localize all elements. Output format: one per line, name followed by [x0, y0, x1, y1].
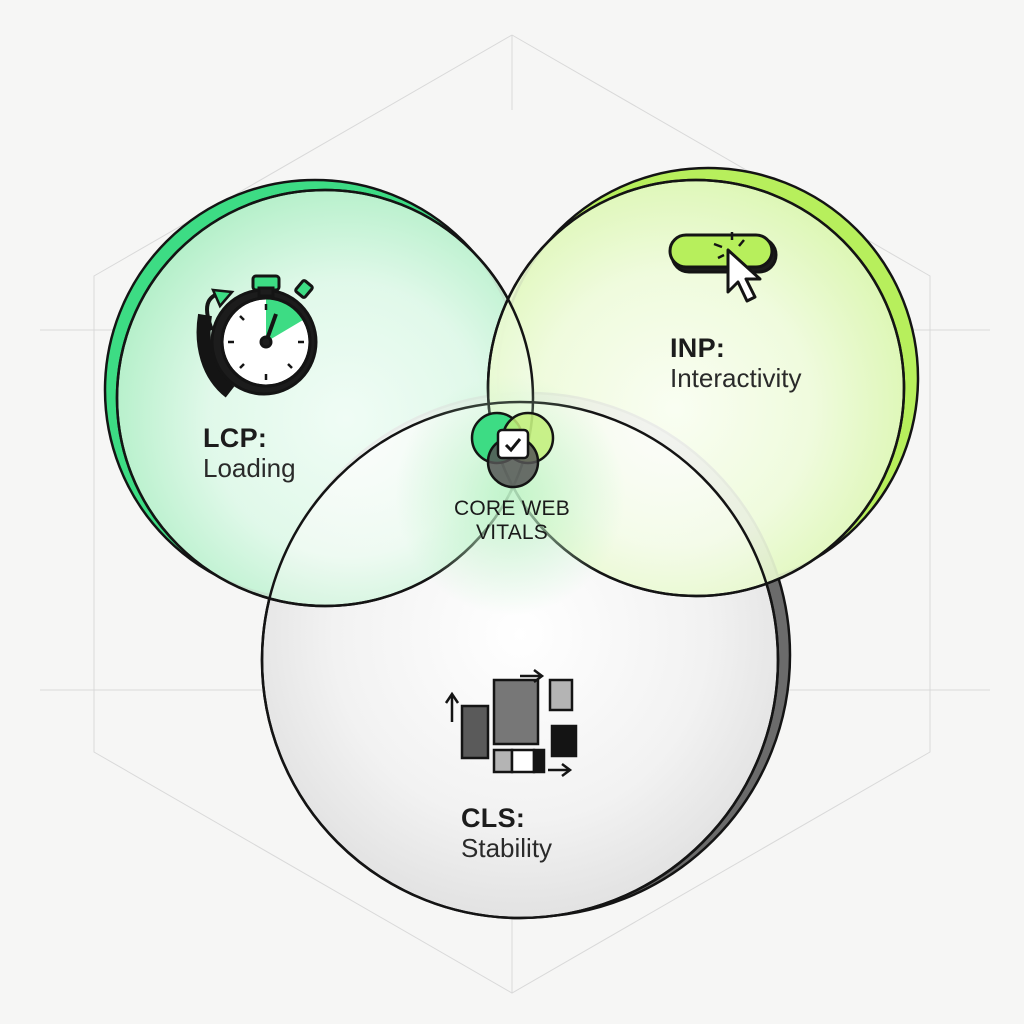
- inp-subtitle: Interactivity: [670, 363, 802, 394]
- lcp-title: LCP:: [203, 423, 268, 453]
- venn-check-icon: [470, 411, 555, 489]
- stopwatch-icon: [196, 274, 318, 398]
- center-line-1: CORE WEB: [454, 497, 570, 520]
- center-glow: [395, 375, 625, 615]
- inp-label: INP: Interactivity: [670, 333, 802, 394]
- layout-shift-icon: [444, 669, 578, 777]
- cls-subtitle: Stability: [461, 833, 553, 864]
- background-grid: [40, 34, 990, 994]
- lcp-subtitle: Loading: [203, 453, 296, 484]
- cursor-click-button-icon: [668, 232, 778, 303]
- core-web-vitals-label: CORE WEB VITALS: [412, 497, 612, 545]
- cls-label: CLS: Stability: [461, 803, 552, 864]
- center-line-2: VITALS: [475, 521, 548, 545]
- inp-title: INP:: [670, 333, 726, 363]
- cls-title: CLS:: [461, 803, 526, 833]
- lcp-label: LCP: Loading: [203, 423, 296, 484]
